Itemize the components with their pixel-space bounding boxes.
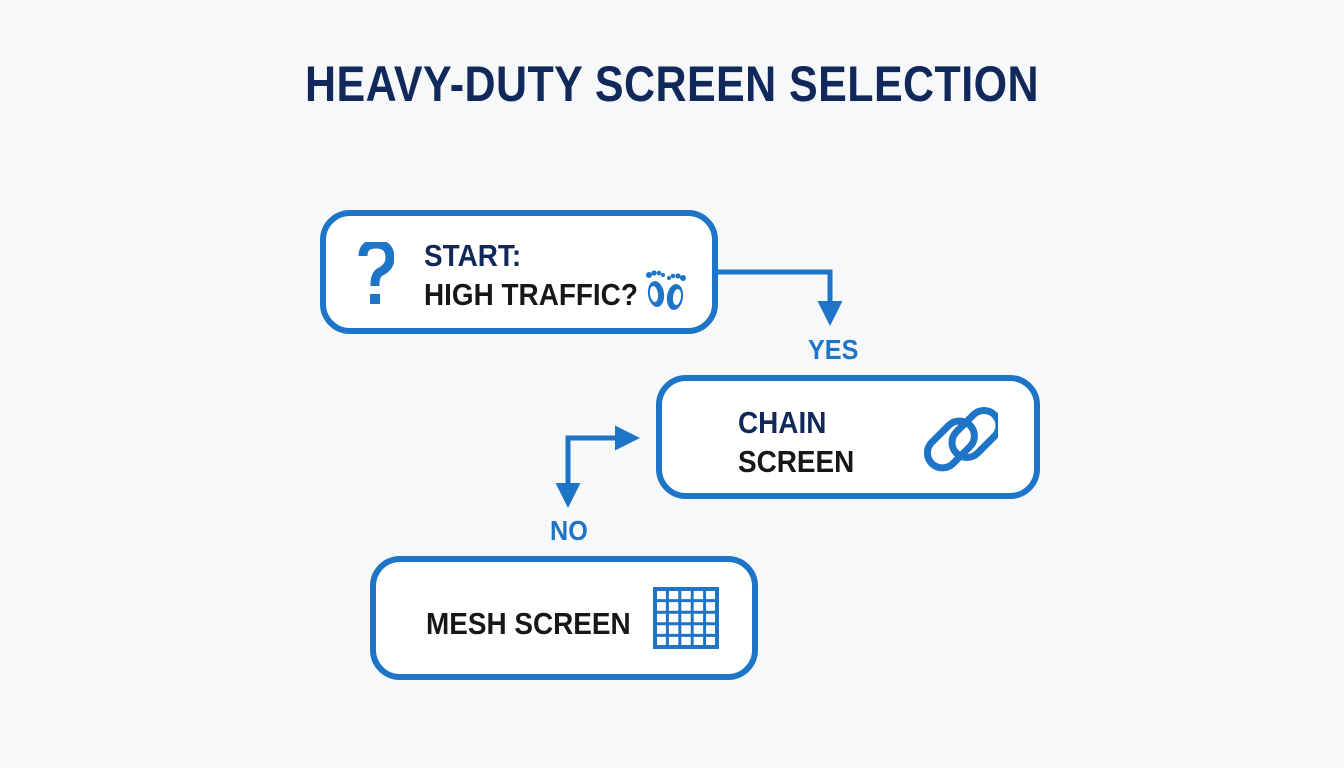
chain-screen-node: CHAIN SCREEN bbox=[656, 375, 1040, 499]
mesh-screen-label: MESH SCREEN bbox=[426, 606, 631, 641]
no-label: NO bbox=[550, 515, 588, 546]
chain-screen-line1: CHAIN bbox=[738, 405, 827, 440]
start-node: START: HIGH TRAFFIC? bbox=[320, 210, 718, 334]
start-node-line1: START: bbox=[424, 238, 522, 273]
yes-label: YES bbox=[808, 334, 859, 365]
chain-link-icon bbox=[923, 407, 998, 472]
start-node-line2: HIGH TRAFFIC? bbox=[424, 277, 638, 312]
start-node-text: START: HIGH TRAFFIC? bbox=[424, 236, 638, 314]
yes-connector bbox=[716, 269, 843, 326]
mesh-screen-text: MESH SCREEN bbox=[426, 604, 631, 643]
mesh-screen-node: MESH SCREEN bbox=[370, 556, 758, 680]
diagram-title: HEAVY-DUTY SCREEN SELECTION bbox=[305, 56, 1039, 112]
footprints-icon bbox=[646, 270, 686, 310]
chain-screen-text: CHAIN SCREEN bbox=[738, 403, 854, 481]
no-connector bbox=[565, 425, 640, 492]
chain-screen-line2: SCREEN bbox=[738, 444, 855, 479]
mesh-grid-icon bbox=[653, 587, 719, 649]
question-mark-icon bbox=[358, 242, 394, 304]
